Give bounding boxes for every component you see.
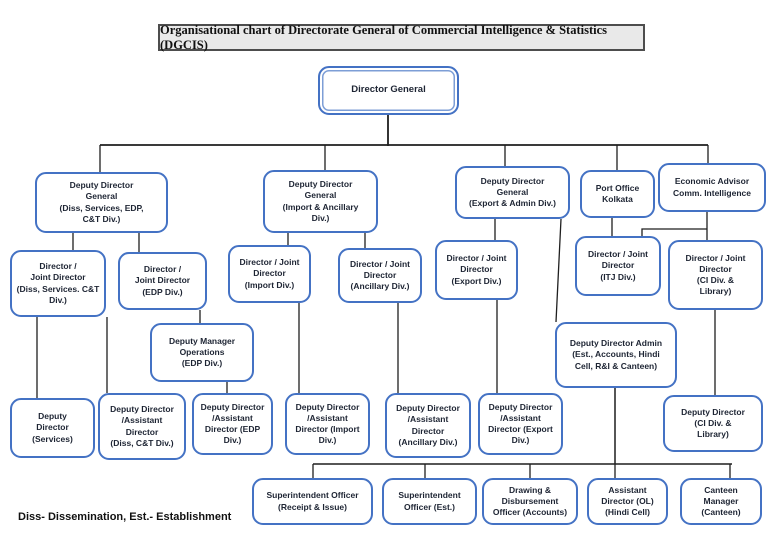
node-economic-advisor: Economic Advisor Comm. Intelligence: [658, 163, 766, 212]
node-port-office-kolkata: Port Office Kolkata: [580, 170, 655, 218]
node-superintendent-receipt-issue: Superintendent Officer (Receipt & Issue): [252, 478, 373, 525]
node-director-itj: Director / Joint Director (ITJ Div.): [575, 236, 661, 296]
footnote-abbreviations: Diss- Dissemination, Est.- Establishment: [18, 511, 232, 523]
node-deputy-director-ancillary: Deputy Director /Assistant Director (Anc…: [385, 393, 471, 458]
node-deputy-manager-operations: Deputy Manager Operations (EDP Div.): [150, 323, 254, 382]
node-director-ancillary: Director / Joint Director (Ancillary Div…: [338, 248, 422, 303]
node-director-diss-services-ct: Director / Joint Director (Diss, Service…: [10, 250, 106, 317]
node-deputy-director-export: Deputy Director /Assistant Director (Exp…: [478, 393, 563, 455]
node-director-import: Director / Joint Director (Import Div.): [228, 245, 311, 303]
node-director-export: Director / Joint Director (Export Div.): [435, 240, 518, 300]
node-director-general: Director General: [318, 66, 459, 115]
node-deputy-director-diss-ct: Deputy Director /Assistant Director (Dis…: [98, 393, 186, 460]
node-ddg-diss-services-edp-ct: Deputy Director General (Diss, Services,…: [35, 172, 168, 233]
node-ddg-export-admin: Deputy Director General (Export & Admin …: [455, 166, 570, 219]
node-director-ci-library: Director / Joint Director (CI Div. & Lib…: [668, 240, 763, 310]
node-drawing-disbursement-officer: Drawing & Disbursement Officer (Accounts…: [482, 478, 578, 525]
node-canteen-manager: Canteen Manager (Canteen): [680, 478, 762, 525]
node-deputy-director-admin: Deputy Director Admin (Est., Accounts, H…: [555, 322, 677, 388]
node-deputy-director-services: Deputy Director (Services): [10, 398, 95, 458]
chart-title: Organisational chart of Directorate Gene…: [158, 23, 645, 52]
node-assistant-director-ol: Assistant Director (OL) (Hindi Cell): [587, 478, 668, 525]
node-director-edp: Director / Joint Director (EDP Div.): [118, 252, 207, 310]
node-deputy-director-ci-library: Deputy Director (CI Div. & Library): [663, 395, 763, 452]
node-deputy-director-import: Deputy Director /Assistant Director (Imp…: [285, 393, 370, 455]
node-deputy-director-edp: Deputy Director /Assistant Director (EDP…: [192, 393, 273, 455]
node-superintendent-est: Superintendent Officer (Est.): [382, 478, 477, 525]
node-ddg-import-ancillary: Deputy Director General (Import & Ancill…: [263, 170, 378, 233]
